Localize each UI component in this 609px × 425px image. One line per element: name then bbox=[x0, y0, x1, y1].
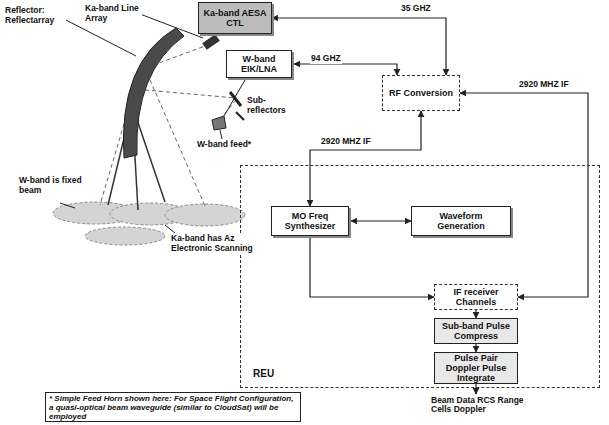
sub-reflector bbox=[230, 92, 241, 106]
box-label: Waveform Generation bbox=[415, 211, 507, 231]
box-label: Ka-band AESA CTL bbox=[202, 8, 268, 28]
process-box: W-band EIK/LNA bbox=[226, 50, 292, 78]
box-label: MO Freq Synthesizer bbox=[275, 211, 345, 231]
output-arrow bbox=[475, 384, 476, 394]
footnote-text: * Simple Feed Horn shown here: For Space… bbox=[49, 394, 297, 421]
sub-reflector bbox=[236, 112, 244, 120]
beam-lines bbox=[100, 45, 236, 206]
box-label: RF Conversion bbox=[389, 88, 453, 98]
connector bbox=[351, 220, 411, 221]
part-label: W-band is fixed beam bbox=[18, 176, 92, 195]
edge-label: 2920 MHZ IF bbox=[518, 80, 570, 90]
connector bbox=[475, 344, 476, 352]
process-box: IF receiver Channels bbox=[434, 284, 518, 310]
process-box: Sub-band Pulse Compress bbox=[434, 318, 518, 344]
process-box: Ka-band AESA CTL bbox=[198, 2, 272, 34]
part-label: Sub-reflectors bbox=[246, 96, 300, 115]
connector bbox=[310, 111, 421, 206]
box-label: Pulse Pair Doppler Pulse Integrate bbox=[438, 353, 514, 383]
leader-lines bbox=[60, 14, 245, 233]
process-box: Pulse Pair Doppler Pulse Integrate bbox=[434, 352, 518, 384]
connector bbox=[460, 93, 588, 297]
box-label: W-band EIK/LNA bbox=[230, 54, 288, 74]
w-band-feed bbox=[212, 116, 226, 130]
part-label: Ka-band Line Array bbox=[84, 4, 142, 23]
process-box: Waveform Generation bbox=[411, 206, 511, 236]
output-label: Beam Data RCS Range Cells Doppler bbox=[430, 396, 532, 414]
edge-label: 35 GHZ bbox=[400, 4, 432, 14]
part-label: Reflector: Reflectarray bbox=[4, 6, 66, 25]
edge-label: 2920 MHZ IF bbox=[320, 137, 372, 147]
note-box: * Simple Feed Horn shown here: For Space… bbox=[45, 392, 301, 422]
reflector bbox=[123, 28, 184, 158]
connector bbox=[272, 18, 446, 75]
box-label: Sub-band Pulse Compress bbox=[438, 321, 514, 341]
process-box: MO Freq Synthesizer bbox=[271, 206, 349, 236]
connector bbox=[294, 64, 397, 75]
ka-line-array bbox=[202, 34, 220, 50]
process-box: RF Conversion bbox=[382, 75, 460, 111]
connector bbox=[475, 310, 476, 318]
connector bbox=[310, 238, 434, 297]
region-label: REU bbox=[253, 369, 274, 379]
box-label: IF receiver Channels bbox=[438, 287, 514, 307]
part-label: Ka-band has Az Electronic Scanning bbox=[170, 234, 256, 253]
region-box: REU MO Freq Synthesizer Waveform Generatio… bbox=[240, 165, 600, 388]
part-label: W-band feed* bbox=[196, 140, 260, 150]
edge-label: 94 GHZ bbox=[310, 54, 342, 64]
